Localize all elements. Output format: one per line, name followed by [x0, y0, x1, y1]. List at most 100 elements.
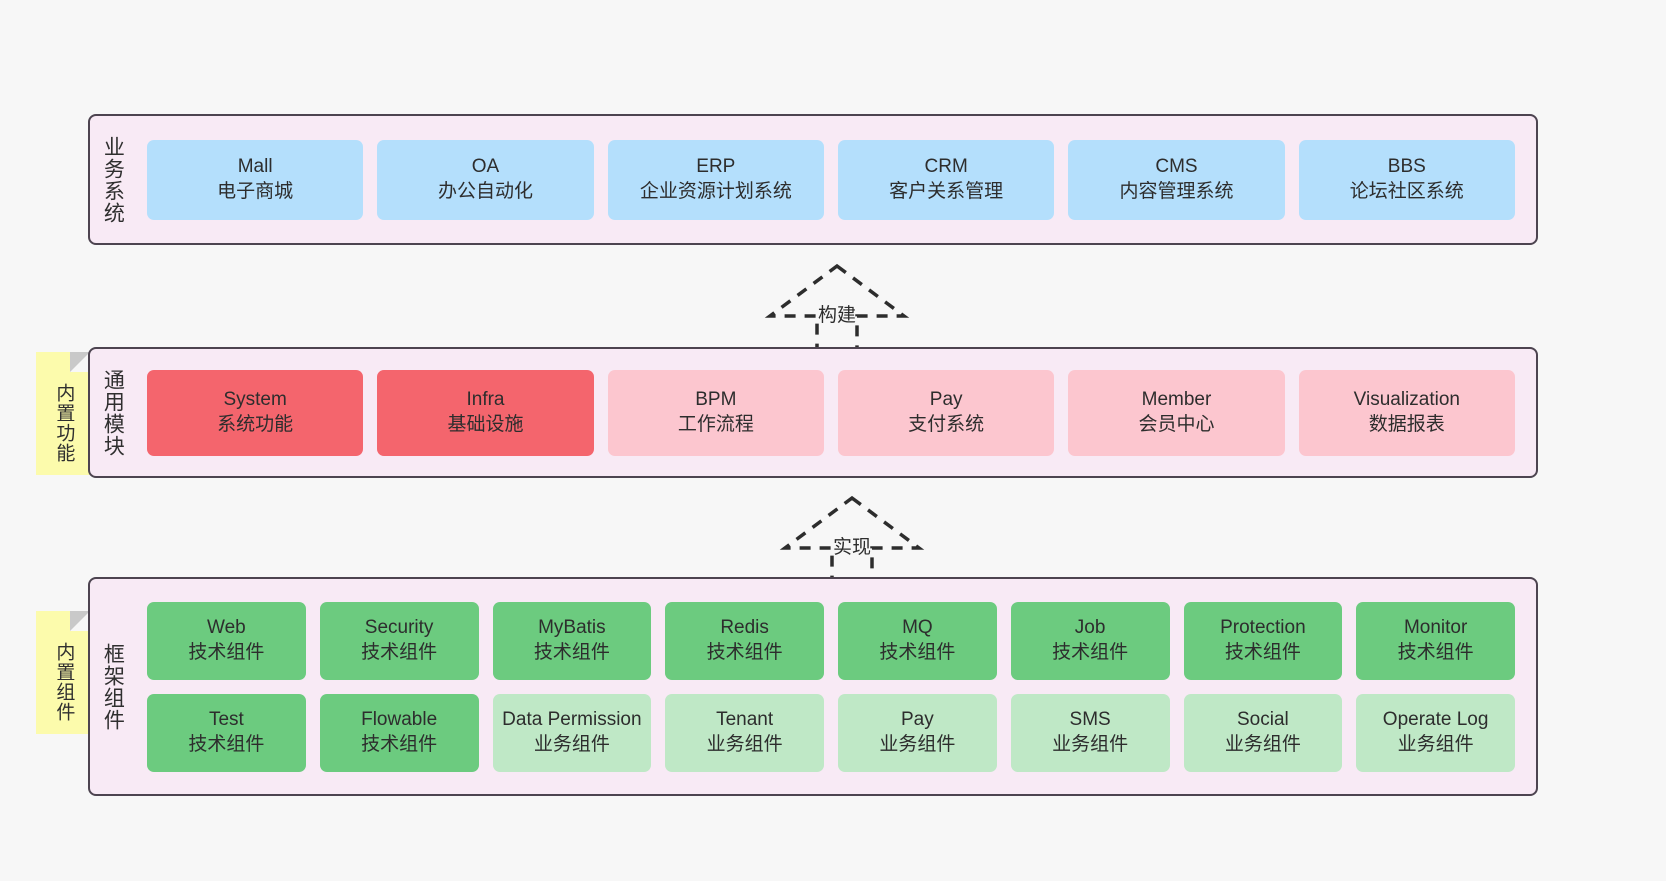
node-subtitle: 技术组件	[706, 641, 783, 663]
node-title: CMS	[1155, 156, 1198, 178]
node-cms[interactable]: CMS 内容管理系统	[1068, 139, 1285, 220]
node-subtitle: 业务组件	[1224, 733, 1301, 755]
node-subtitle: 技术组件	[188, 641, 265, 663]
node-col: CRM 客户关系管理	[831, 139, 1061, 220]
layer-title-business-systems: 业务系统	[101, 135, 125, 224]
node-operate-log[interactable]: Operate Log 业务组件	[1356, 693, 1515, 772]
node-flowable[interactable]: Flowable 技术组件	[319, 693, 479, 772]
node-subtitle: 技术组件	[188, 733, 265, 755]
node-mq[interactable]: MQ 技术组件	[838, 601, 997, 680]
node-tenant[interactable]: Tenant 业务组件	[665, 693, 824, 772]
node-subtitle: 电子商城	[217, 180, 294, 202]
node-title: BBS	[1387, 156, 1426, 178]
node-data-permission[interactable]: Data Permission 业务组件	[492, 693, 652, 772]
node-pay-component[interactable]: Pay 业务组件	[838, 693, 997, 772]
node-subtitle: 技术组件	[361, 641, 438, 663]
node-subtitle: 业务组件	[706, 733, 783, 755]
node-col: CMS 内容管理系统	[1061, 139, 1291, 220]
node-title: Mall	[237, 156, 273, 178]
node-redis[interactable]: Redis 技术组件	[665, 601, 824, 680]
node-subtitle: 技术组件	[1397, 641, 1474, 663]
node-col: ERP 企业资源计划系统	[601, 139, 831, 220]
connector-label: 构建	[817, 305, 857, 326]
node-subtitle: 内容管理系统	[1119, 180, 1234, 202]
node-title: Monitor	[1403, 617, 1468, 639]
node-subtitle: 客户关系管理	[889, 180, 1004, 202]
node-title: Tenant	[716, 709, 774, 731]
node-subtitle: 业务组件	[533, 733, 610, 755]
node-col: BBS 论坛社区系统	[1292, 139, 1522, 220]
sticky-note-builtin-features: 内置功能	[36, 352, 90, 475]
node-subtitle: 办公自动化	[437, 180, 533, 202]
node-title: MQ	[902, 617, 933, 639]
node-title: Web	[207, 617, 246, 639]
node-title: Security	[364, 617, 434, 639]
node-erp[interactable]: ERP 企业资源计划系统	[607, 139, 824, 220]
node-col: System 系统功能	[140, 369, 370, 456]
node-title: BPM	[695, 389, 737, 411]
sticky-note-label: 内置组件	[53, 641, 75, 722]
node-sms[interactable]: SMS 业务组件	[1010, 693, 1170, 772]
node-security[interactable]: Security 技术组件	[319, 601, 479, 680]
node-title: OA	[471, 156, 500, 178]
node-title: Pay	[901, 709, 934, 731]
node-web[interactable]: Web 技术组件	[147, 601, 306, 680]
node-system[interactable]: System 系统功能	[147, 369, 364, 456]
node-subtitle: 技术组件	[1224, 641, 1301, 663]
node-social[interactable]: Social 业务组件	[1183, 693, 1343, 772]
node-title: Pay	[929, 389, 963, 411]
connector-implement: 实现	[777, 490, 927, 585]
node-member[interactable]: Member 会员中心	[1068, 369, 1285, 456]
node-title: CRM	[924, 156, 968, 178]
node-visualization[interactable]: Visualization 数据报表	[1298, 369, 1515, 456]
connector-build: 构建	[762, 258, 912, 353]
node-oa[interactable]: OA 办公自动化	[377, 139, 594, 220]
node-col: Pay 支付系统	[831, 369, 1061, 456]
node-bbs[interactable]: BBS 论坛社区系统	[1298, 139, 1515, 220]
node-subtitle: 会员中心	[1138, 413, 1215, 435]
node-col: Mall 电子商城	[140, 139, 370, 220]
node-title: SMS	[1069, 709, 1111, 731]
sticky-note-label: 内置功能	[53, 382, 75, 463]
connector-label: 实现	[832, 537, 872, 558]
node-crm[interactable]: CRM 客户关系管理	[837, 139, 1055, 220]
node-mybatis[interactable]: MyBatis 技术组件	[492, 601, 652, 680]
node-protection[interactable]: Protection 技术组件	[1183, 601, 1343, 680]
node-mall[interactable]: Mall 电子商城	[147, 139, 364, 220]
node-col: Infra 基础设施	[370, 369, 600, 456]
node-title: ERP	[696, 156, 736, 178]
node-col: OA 办公自动化	[370, 139, 600, 220]
node-pay-module[interactable]: Pay 支付系统	[837, 369, 1055, 456]
node-title: Flowable	[361, 709, 438, 731]
node-test[interactable]: Test 技术组件	[147, 693, 306, 772]
sticky-note-builtin-components: 内置组件	[36, 611, 90, 734]
node-job[interactable]: Job 技术组件	[1010, 601, 1170, 680]
node-title: Visualization	[1353, 389, 1460, 411]
node-title: Member	[1141, 389, 1212, 411]
node-bpm[interactable]: BPM 工作流程	[607, 369, 824, 456]
layer-body-common-modules: System 系统功能 Infra 基础设施 BPM 工作流程 Pay	[134, 349, 1536, 476]
node-title: Data Permission	[502, 709, 642, 731]
node-title: Protection	[1220, 617, 1306, 639]
node-subtitle: 技术组件	[1052, 641, 1129, 663]
layer-common-modules: 通用模块 System 系统功能 Infra 基础设施 BPM 工作流程	[88, 347, 1538, 478]
node-subtitle: 论坛社区系统	[1349, 180, 1464, 202]
layer-business-systems: 业务系统 Mall 电子商城 OA 办公自动化 ERP 企业资源计划系统	[88, 114, 1538, 245]
node-col: Security 技术组件 Flowable 技术组件	[313, 601, 486, 772]
node-subtitle: 工作流程	[677, 413, 754, 435]
node-col: MQ 技术组件 Pay 业务组件	[831, 601, 1004, 772]
node-col: Job 技术组件 SMS 业务组件	[1004, 601, 1177, 772]
node-title: Operate Log	[1382, 709, 1489, 731]
node-col: Member 会员中心	[1061, 369, 1291, 456]
node-col: MyBatis 技术组件 Data Permission 业务组件	[486, 601, 659, 772]
node-subtitle: 技术组件	[361, 733, 438, 755]
node-title: Redis	[720, 617, 769, 639]
node-subtitle: 技术组件	[533, 641, 610, 663]
node-infra[interactable]: Infra 基础设施	[377, 369, 594, 456]
node-subtitle: 技术组件	[879, 641, 956, 663]
node-monitor[interactable]: Monitor 技术组件	[1356, 601, 1515, 680]
node-subtitle: 基础设施	[447, 413, 524, 435]
node-col: Protection 技术组件 Social 业务组件	[1177, 601, 1350, 772]
node-subtitle: 系统功能	[217, 413, 294, 435]
